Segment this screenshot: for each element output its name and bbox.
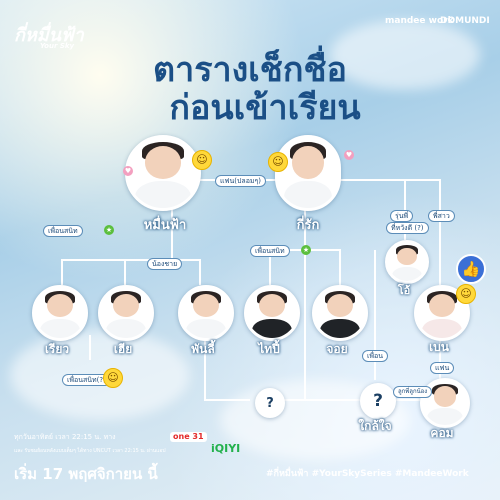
channel-iqiyi: iQIYI [211, 442, 241, 455]
page-title-line1: ตารางเช็กชื่อ [153, 50, 347, 90]
smile-icon: ☺ [268, 152, 288, 172]
name-taipi: ไทปี้ [258, 342, 280, 356]
logo-subtitle: Your Sky [40, 42, 75, 50]
hashtags: #กี่หมื่นฟ้า #YourSkySeries #MandeeWork [266, 469, 469, 479]
relation-junior2: ที่หวังดี (?) [386, 222, 429, 234]
smile-icon: ☺ [456, 284, 476, 304]
avatar-oo [385, 240, 429, 284]
relation-brother: น้องชาย [147, 258, 183, 270]
heart-icon: ♥ [344, 150, 354, 160]
name-muen: หมื่นฟ้า [143, 218, 187, 233]
page-title-line2: ก่อนเข้าเรียน [169, 88, 361, 128]
name-khom: คอม [430, 426, 454, 440]
brand-mandee: mandee work [385, 16, 454, 26]
avatar-riao [32, 285, 88, 341]
name-joy: จอย [326, 342, 348, 356]
star-icon: ★ [301, 245, 311, 255]
smile-icon: ☺ [192, 150, 212, 170]
avatar-muen [125, 135, 201, 211]
star-icon: ★ [104, 225, 114, 235]
avatar-hia [98, 285, 154, 341]
avatar-taipi [244, 285, 300, 341]
smile-icon: ☺ [103, 368, 123, 388]
broadcast-line1: ทุกวันอาทิตย์ เวลา 22:15 น. ทาง [14, 433, 116, 441]
relation-friend1: เพื่อนสนิท [43, 225, 83, 237]
name-klaijai: ใกล้ใจ [358, 419, 392, 433]
name-oo: โอ้ [397, 284, 411, 297]
brand-domundi: DOMUNDI [440, 16, 490, 26]
avatar-khom [420, 378, 470, 428]
broadcast-line2: และ รับชมย้อนหลังแบบเต็มๆ ได้ทาง UNCUT เ… [14, 448, 166, 454]
cloud [330, 20, 480, 90]
channel-one31: one 31 [170, 432, 207, 442]
relation-cousin: ลูกพี่ลูกน้อง [393, 386, 433, 398]
name-riao: เรียว [44, 342, 70, 356]
name-ben: เบน [429, 340, 449, 354]
heart-icon: ♥ [123, 166, 133, 176]
unknown-person-1: ? [255, 388, 285, 418]
relation-friend4: เพื่อน [362, 350, 388, 362]
logo-title: กี่หมื่นฟ้า [14, 25, 84, 46]
avatar-joy [312, 285, 368, 341]
thumbs-up-icon: 👍 [456, 254, 486, 284]
relation-junior: รุ่นพี่ [390, 210, 414, 222]
relation-lover2: แฟน [430, 362, 455, 374]
unknown-person-2: ? [360, 383, 396, 419]
relation-sister: พี่สาว [428, 210, 455, 222]
name-phan: พันลี้ [191, 342, 215, 356]
relation-friend2: เพื่อนสนิท [250, 245, 290, 257]
relation-lover: แฟน(ปลอมๆ) [215, 175, 267, 187]
premiere-date: เริ่ม 17 พฤศจิกายน นี้ [14, 465, 158, 483]
name-kirak: กี่รัก [296, 218, 320, 233]
avatar-phan [178, 285, 234, 341]
avatar-kirak [275, 135, 341, 211]
name-hia: เฮีย [113, 342, 133, 356]
